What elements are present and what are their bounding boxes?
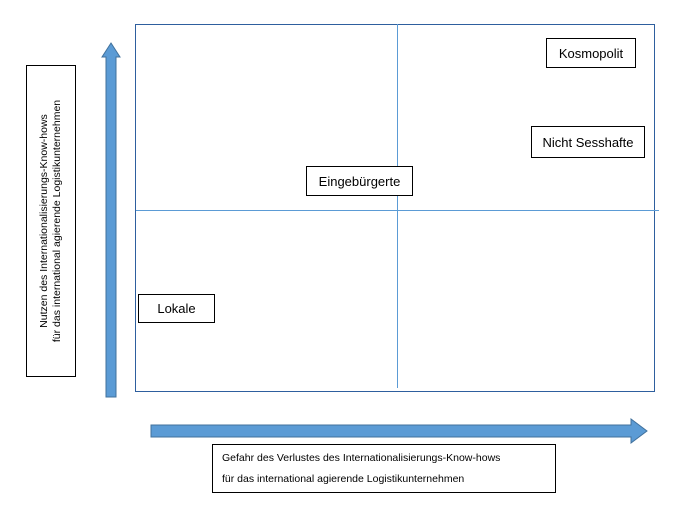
quadrant-label-text: Kosmopolit: [558, 45, 624, 61]
x-axis-label-line2: für das international agierende Logistik…: [222, 473, 465, 485]
right-arrow-icon: [150, 418, 648, 444]
up-arrow-icon: [101, 42, 121, 398]
quadrant-label-text: Nicht Sesshafte: [542, 134, 634, 150]
quadrant-label-nicht-sesshafte: Nicht Sesshafte: [531, 126, 645, 158]
y-axis-label-line1: Nutzen des Internationalisierungs-Know-h…: [38, 114, 50, 328]
matrix-frame: [135, 24, 655, 392]
y-axis-label-box: Nutzen des Internationalisierungs-Know-h…: [26, 65, 76, 377]
quadrant-label-text: Lokale: [157, 301, 196, 316]
x-axis-label-box: Gefahr des Verlustes des Internationalis…: [212, 444, 556, 493]
vertical-divider: [397, 24, 398, 388]
x-axis-label-line1: Gefahr des Verlustes des Internationalis…: [222, 452, 501, 464]
horizontal-divider: [136, 210, 659, 211]
quadrant-label-eingebuergerte: Eingebürgerte: [306, 166, 413, 196]
quadrant-label-text: Eingebürgerte: [318, 173, 401, 189]
quadrant-label-kosmopolit: Kosmopolit: [546, 38, 636, 68]
y-axis-label-line2: für das international agierende Logistik…: [51, 99, 63, 343]
quadrant-label-lokale: Lokale: [138, 294, 215, 323]
y-axis-label: Nutzen des Internationalisierungs-Know-h…: [38, 71, 64, 371]
